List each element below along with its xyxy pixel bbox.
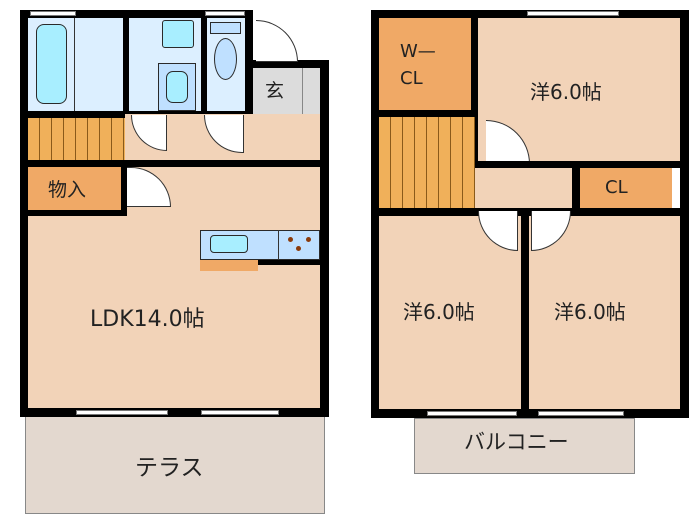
kitchen-cabinet	[200, 260, 258, 271]
entrance	[253, 68, 320, 114]
window	[76, 410, 168, 415]
wall	[253, 60, 328, 68]
western-room-southeast	[529, 216, 680, 409]
wall	[20, 10, 252, 18]
window	[30, 11, 76, 16]
toilet-bowl-icon	[214, 38, 237, 80]
closet	[580, 168, 672, 208]
terrace	[25, 416, 325, 514]
stairs-icon	[28, 118, 125, 160]
terrace-label: テラス	[135, 455, 204, 481]
bathtub-icon	[36, 24, 67, 104]
entrance-label: 玄	[265, 80, 285, 102]
toilet-tank-icon	[210, 22, 241, 34]
storage-room	[28, 167, 121, 210]
closet-label: CL	[605, 177, 628, 198]
ldk-label: LDK14.0帖	[90, 307, 205, 332]
walk-in-closet	[379, 18, 471, 110]
wall	[20, 10, 28, 416]
wall	[20, 408, 329, 417]
southeast-room-door[interactable]	[531, 211, 571, 251]
wall	[320, 60, 329, 416]
walk-in-closet-label-line2: CL	[400, 68, 423, 89]
walk-in-closet-label-line1: W—	[400, 41, 436, 62]
balcony	[414, 418, 635, 474]
entrance-door[interactable]	[256, 20, 298, 62]
landing	[475, 168, 573, 208]
western-room-southeast-label: 洋6.0帖	[554, 300, 626, 324]
storage-label: 物入	[48, 179, 87, 201]
wall	[245, 10, 253, 116]
window	[201, 410, 279, 415]
window	[205, 11, 245, 16]
western-room-north-label: 洋6.0帖	[530, 80, 602, 104]
stairs-icon	[379, 117, 475, 208]
kitchen-sink-icon	[210, 235, 248, 253]
western-room-southwest-label: 洋6.0帖	[403, 300, 475, 324]
washbasin-icon	[162, 20, 194, 48]
balcony-label: バルコニー	[464, 430, 569, 454]
stove-icon	[288, 237, 293, 242]
western-room-southwest	[379, 216, 521, 409]
